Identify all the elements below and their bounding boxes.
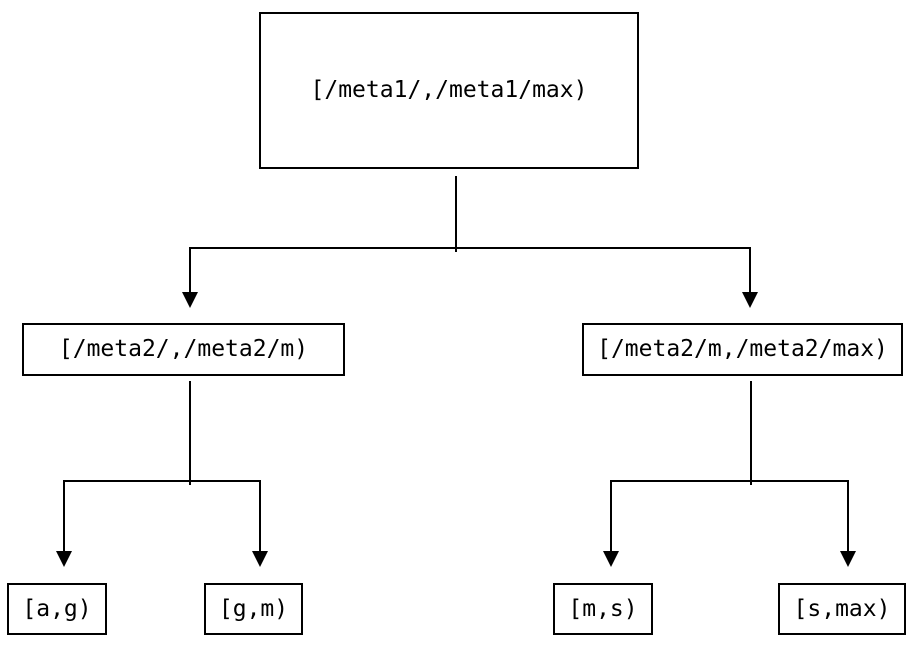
arrow-down-icon: [182, 292, 198, 308]
node-meta2-left: [/meta2/,/meta2/m): [22, 323, 345, 376]
arrow-down-icon: [742, 292, 758, 308]
node-leaf-a-g: [a,g): [7, 583, 107, 635]
node-meta2-right: [/meta2/m,/meta2/max): [582, 323, 903, 376]
node-leaf-m-s: [m,s): [553, 583, 653, 635]
arrow-down-icon: [603, 551, 619, 567]
node-leaf-s-max: [s,max): [778, 583, 906, 635]
node-leaf-g-m: [g,m): [204, 583, 303, 635]
arrow-down-icon: [56, 551, 72, 567]
arrow-down-icon: [840, 551, 856, 567]
node-meta1-root: [/meta1/,/meta1/max): [259, 12, 639, 169]
arrow-down-icon: [252, 551, 268, 567]
